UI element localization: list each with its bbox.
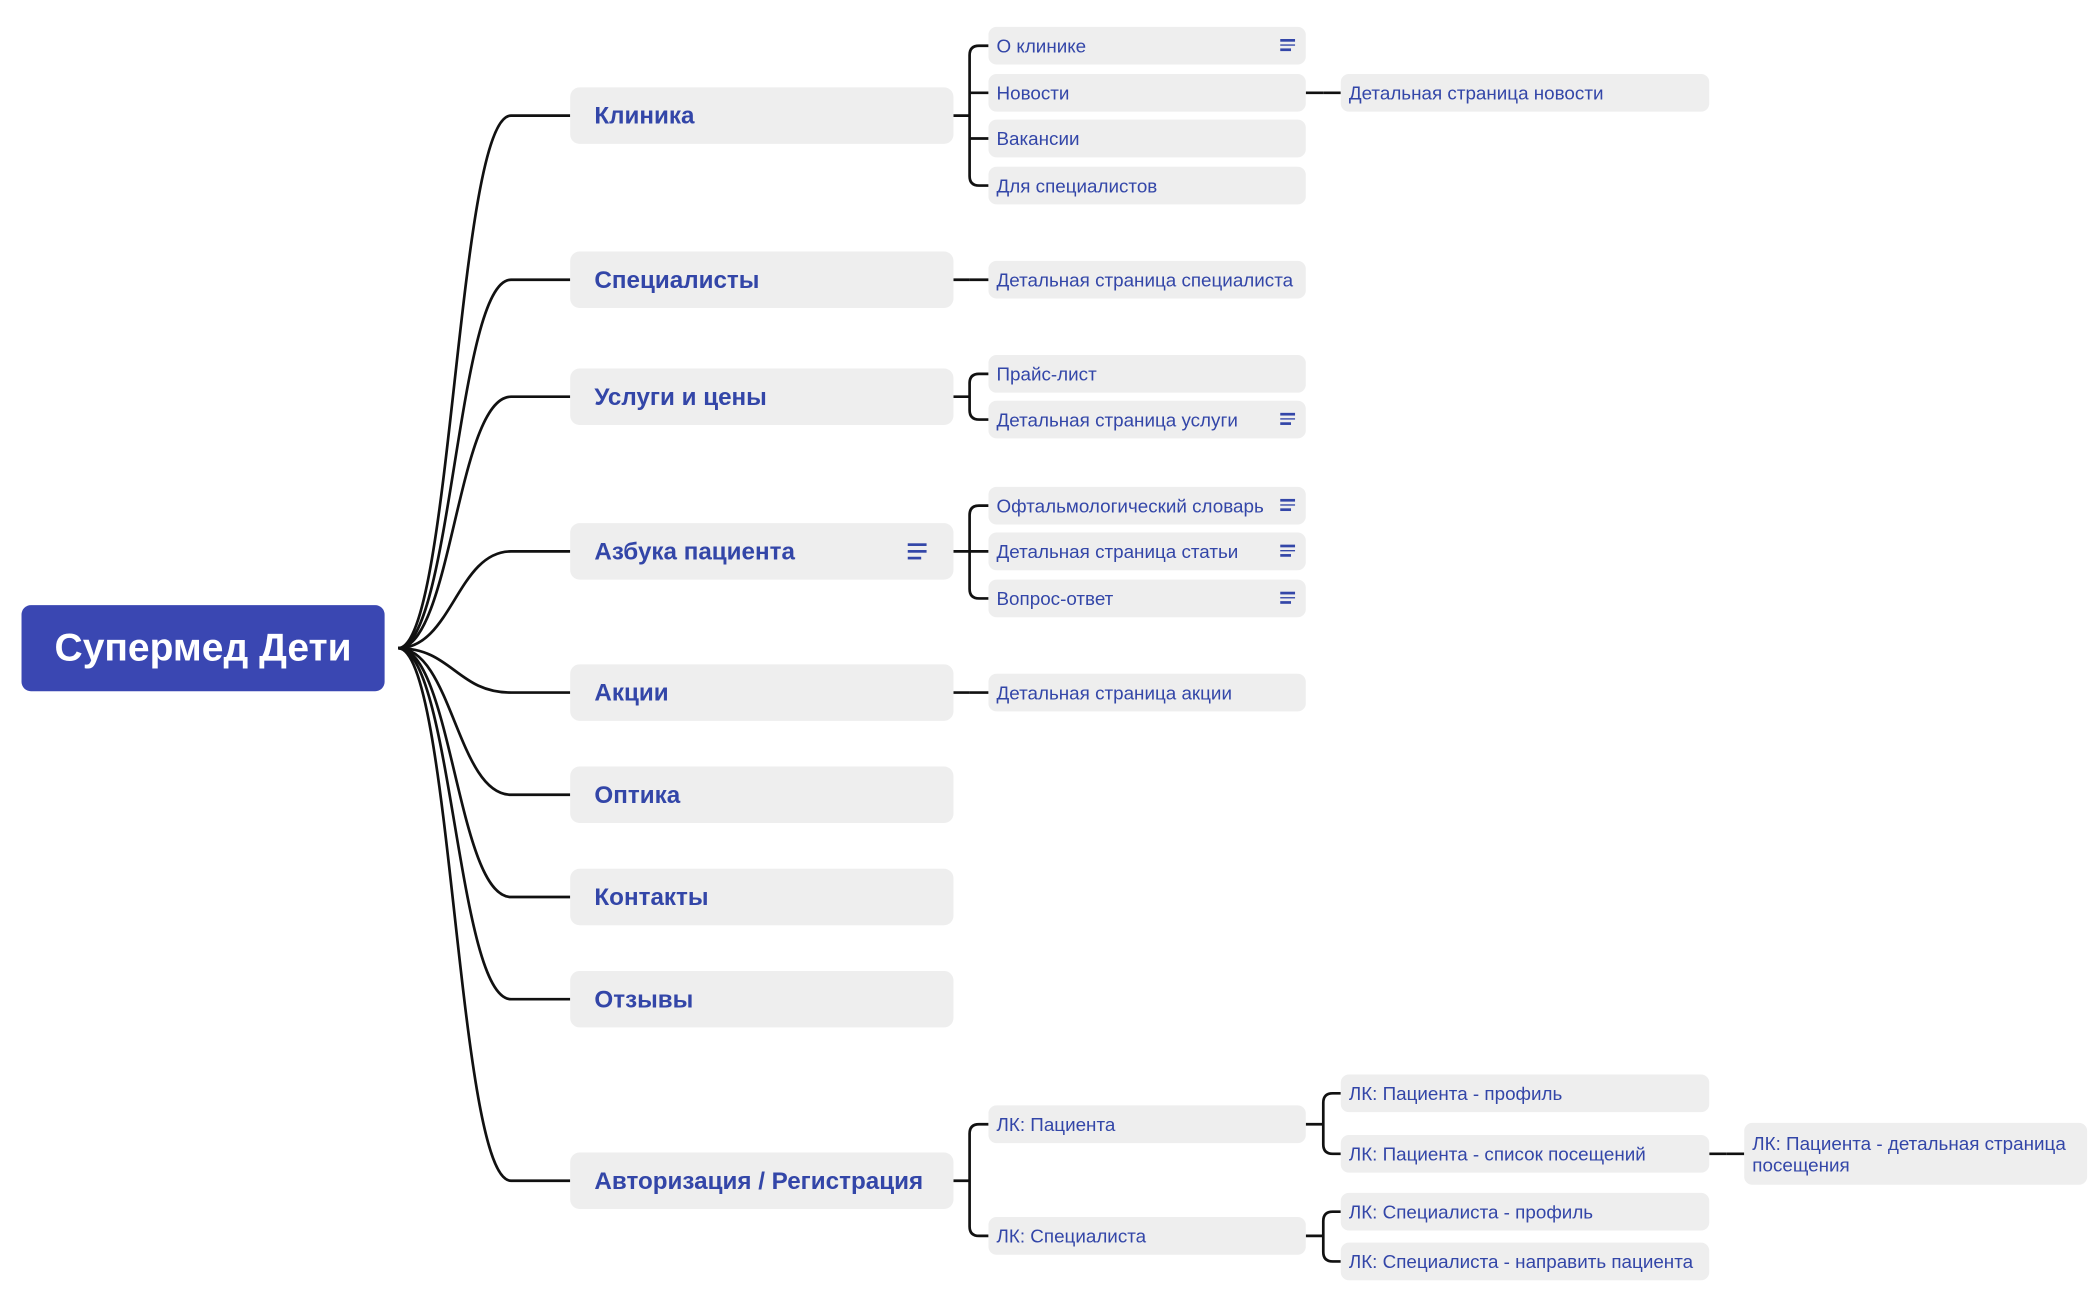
subtopic-label: Детальная страница специалиста (996, 268, 1294, 291)
topic-label: Акции (594, 678, 669, 706)
subtopic-patient-profile[interactable]: ЛК: Пациента - профиль (1340, 1074, 1710, 1113)
subtopic-label: ЛК: Пациента (996, 1113, 1116, 1136)
root-connector (397, 646, 571, 1183)
branch-connector (968, 372, 989, 421)
topic-services[interactable]: Услуги и цены (570, 368, 954, 425)
root-connector (397, 114, 571, 650)
subtopic-label: Вакансии (996, 127, 1080, 150)
subtopic-label: Детальная страница статьи (996, 540, 1239, 563)
subtopic-about[interactable]: О клинике (988, 26, 1306, 65)
subtopic-label: ЛК: Специалиста - направить пациента (1348, 1250, 1694, 1273)
subtopic-news-detail[interactable]: Детальная страница новости (1340, 73, 1710, 112)
branch-connector (968, 44, 989, 187)
topic-label: Клиника (594, 101, 695, 129)
root-connector (398, 646, 571, 694)
notes-icon[interactable] (1280, 498, 1296, 511)
topic-label: Оптика (594, 780, 681, 808)
topic-auth[interactable]: Авторизация / Регистрация (570, 1152, 954, 1209)
branch-connector (1321, 1091, 1341, 1156)
topic-clinic[interactable]: Клиника (570, 87, 954, 144)
notes-icon[interactable] (1280, 412, 1296, 425)
topic-label: Азбука пациента (594, 537, 795, 565)
topic-label: Отзывы (594, 985, 694, 1012)
notes-icon[interactable] (907, 543, 927, 560)
subtopic-article-detail[interactable]: Детальная страница статьи (988, 532, 1306, 571)
root-node[interactable]: Супермед Дети (21, 605, 385, 692)
root-connector (397, 395, 571, 650)
topic-specialists[interactable]: Специалисты (570, 251, 954, 308)
subtopic-for-specialists[interactable]: Для специалистов (988, 166, 1306, 205)
subtopic-dictionary[interactable]: Офтальмологический словарь (988, 486, 1306, 525)
subtopic-label: Детальная страница услуги (996, 408, 1238, 431)
subtopic-specialist-refer[interactable]: ЛК: Специалиста - направить пациента (1340, 1242, 1710, 1281)
subtopic-label: Детальная страница новости (1348, 82, 1604, 104)
subtopic-news[interactable]: Новости (988, 73, 1306, 112)
subtopic-promo-detail[interactable]: Детальная страница акции (988, 673, 1306, 712)
subtopic-label: Прайс-лист (996, 363, 1097, 385)
subtopic-patient-visits[interactable]: ЛК: Пациента - список посещений (1340, 1135, 1710, 1173)
subtopic-label: ЛК: Специалиста (996, 1225, 1147, 1247)
branch-connector (968, 1122, 989, 1238)
subtopic-label: ЛК: Пациента - список посещений (1348, 1143, 1646, 1165)
topic-label: Контакты (594, 882, 709, 910)
topic-promos[interactable]: Акции (570, 664, 954, 721)
subtopic-label: О клинике (996, 34, 1087, 57)
subtopic-label: ЛК: Пациента - детальная страница посеще… (1752, 1132, 2066, 1176)
subtopic-label: Детальная страница акции (996, 681, 1232, 704)
subtopic-vacancies[interactable]: Вакансии (988, 119, 1306, 158)
notes-icon[interactable] (1280, 544, 1296, 557)
notes-icon[interactable] (1280, 591, 1296, 604)
subtopic-specialist-detail[interactable]: Детальная страница специалиста (988, 260, 1306, 299)
root-connector (397, 646, 571, 797)
topic-label: Специалисты (594, 265, 760, 293)
subtopic-service-detail[interactable]: Детальная страница услуги (988, 400, 1306, 439)
topic-label: Авторизация / Регистрация (594, 1166, 924, 1194)
topic-abc[interactable]: Азбука пациента (570, 523, 954, 580)
subtopic-specialist-profile[interactable]: ЛК: Специалиста - профиль (1340, 1192, 1710, 1231)
notes-icon[interactable] (1280, 38, 1296, 51)
subtopic-patient-visit-detail[interactable]: ЛК: Пациента - детальная страница посеще… (1744, 1122, 2088, 1185)
topic-contacts[interactable]: Контакты (570, 868, 954, 926)
subtopic-qa[interactable]: Вопрос-ответ (988, 579, 1306, 618)
subtopic-patient-account[interactable]: ЛК: Пациента (988, 1105, 1306, 1144)
topic-reviews[interactable]: Отзывы (570, 970, 954, 1028)
topic-optics[interactable]: Оптика (570, 766, 954, 824)
subtopic-label: Вопрос-ответ (996, 587, 1114, 610)
root-connector (398, 550, 571, 650)
subtopic-price-list[interactable]: Прайс-лист (988, 355, 1306, 393)
subtopic-label: Офтальмологический словарь (996, 494, 1264, 517)
subtopic-label: Новости (996, 82, 1070, 104)
subtopic-specialist-account[interactable]: ЛК: Специалиста (988, 1217, 1306, 1255)
root-connector (397, 646, 571, 899)
branch-connector (1321, 1210, 1341, 1263)
subtopic-label: ЛК: Специалиста - профиль (1348, 1200, 1594, 1223)
subtopic-label: ЛК: Пациента - профиль (1348, 1082, 1563, 1105)
root-connector (397, 646, 571, 1001)
root-connector (397, 278, 571, 650)
subtopic-label: Для специалистов (996, 174, 1158, 197)
root-label: Супермед Дети (54, 626, 352, 670)
topic-label: Услуги и цены (594, 382, 767, 410)
